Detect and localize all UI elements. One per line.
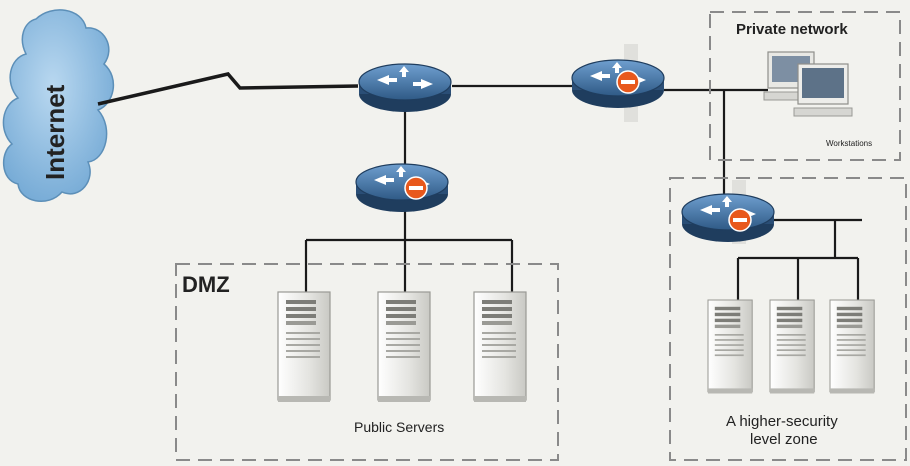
workstation-icon xyxy=(763,51,853,117)
core-router xyxy=(358,63,452,113)
dmz-firewall xyxy=(355,163,449,213)
secure-server-1 xyxy=(707,299,753,395)
private-firewall xyxy=(571,44,665,122)
dmz-label: DMZ xyxy=(182,272,230,297)
private-network-zone: Private network Workstations xyxy=(709,11,901,161)
higher-security-label-line1: A higher-security xyxy=(726,413,838,430)
secure-zone-firewall xyxy=(681,180,775,244)
public-servers-label: Public Servers xyxy=(354,419,444,435)
links xyxy=(304,84,862,300)
dmz-zone: DMZ Public Servers xyxy=(175,263,559,461)
internet-label: Internet xyxy=(40,84,70,180)
public-server-3 xyxy=(473,291,527,403)
workstations-label: Workstations xyxy=(826,139,872,148)
secure-server-2 xyxy=(769,299,815,395)
higher-security-label-line2: level zone xyxy=(750,431,818,448)
wan-link xyxy=(97,72,359,106)
public-server-1 xyxy=(277,291,331,403)
internet-cloud: Internet xyxy=(2,9,115,202)
public-server-2 xyxy=(377,291,431,403)
secure-server-3 xyxy=(829,299,875,395)
private-network-label: Private network xyxy=(736,21,848,38)
higher-security-zone: A higher-security level zone xyxy=(669,177,907,461)
